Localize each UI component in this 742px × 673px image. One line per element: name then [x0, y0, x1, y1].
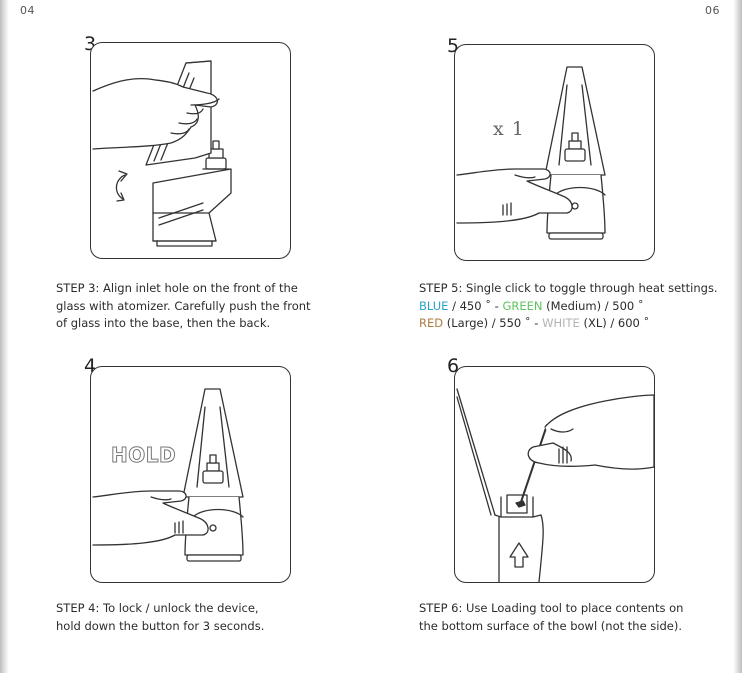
step-5-illustration: x 1 — [454, 44, 655, 261]
step-6-caption-line: the bottom surface of the bowl (not the … — [419, 618, 683, 633]
step-6-caption-line: STEP 6: Use Loading tool to place conten… — [419, 601, 684, 615]
heat-blue-detail: / 450 ˚ - — [448, 298, 503, 313]
heat-blue-label: BLUE — [419, 298, 449, 313]
page-gutter-left — [0, 0, 9, 673]
heat-white-detail: (XL) / 600 ˚ — [579, 316, 650, 330]
step-5-heat-line-1: BLUE / 450 ˚ - GREEN (Medium) / 500 ˚ — [419, 298, 718, 316]
step-6-illustration — [454, 366, 655, 583]
step-5-caption: STEP 5: Single click to toggle through h… — [419, 280, 718, 333]
heat-red-label: RED — [419, 316, 444, 330]
page-number-left: 04 — [20, 4, 35, 17]
step-6-caption: STEP 6: Use Loading tool to place conten… — [419, 600, 683, 635]
step-3-caption-line: of glass into the base, then the back. — [56, 316, 271, 330]
step-5-overlay-text: x 1 — [493, 118, 525, 140]
heat-green-label: GREEN — [502, 298, 543, 313]
step-5-caption-line: STEP 5: Single click to toggle through h… — [419, 281, 718, 295]
step-3-caption: STEP 3: Align inlet hole on the front of… — [56, 280, 311, 333]
page-gutter-right — [733, 0, 742, 673]
step-3-illustration — [90, 42, 291, 259]
heat-white-label: WHITE — [542, 316, 580, 330]
step-4-caption-line: hold down the button for 3 seconds. — [56, 618, 265, 633]
heat-green-detail: (Medium) / 500 ˚ — [542, 298, 644, 313]
step-5-heat-line-2: RED (Large) / 550 ˚ - WHITE (XL) / 600 ˚ — [419, 315, 718, 333]
heat-red-detail: (Large) / 550 ˚ - — [443, 316, 543, 330]
step-4-caption-line: STEP 4: To lock / unlock the device, — [56, 601, 259, 615]
step-4-overlay-text: HOLD — [110, 443, 177, 468]
page-number-right: 06 — [705, 4, 720, 17]
step-3-caption-line: glass with atomizer. Carefully push the … — [56, 298, 311, 313]
step-4-illustration: HOLD — [90, 366, 291, 583]
step-3-caption-line: STEP 3: Align inlet hole on the front of… — [56, 281, 298, 295]
step-4-caption: STEP 4: To lock / unlock the device, hol… — [56, 600, 264, 635]
